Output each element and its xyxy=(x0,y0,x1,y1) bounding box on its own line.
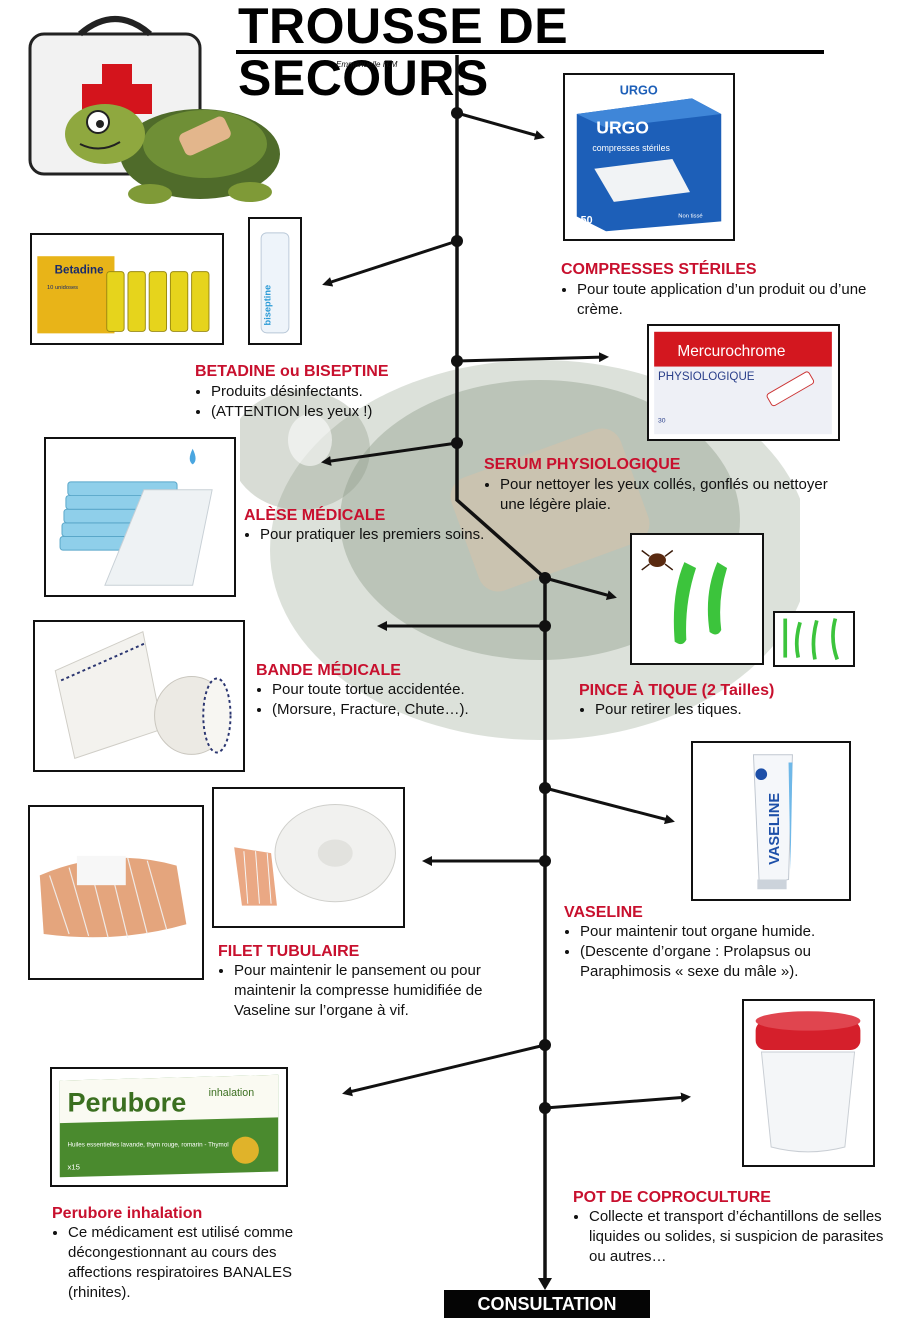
vaseline-description: Pour maintenir tout organe humide. (Desc… xyxy=(564,922,880,982)
bande-title: BANDE MÉDICALE xyxy=(256,662,401,679)
perubore-description: Ce médicament est utilisé comme déconges… xyxy=(52,1223,343,1303)
serum-title: SERUM PHYSIOLOGIQUE xyxy=(484,456,681,473)
vaseline-brand: VASELINE xyxy=(767,793,783,865)
filet-description: Pour maintenir le pansement ou pour main… xyxy=(218,961,534,1021)
page-title: TROUSSE DE SECOURS xyxy=(238,0,569,106)
perubore-count: x15 xyxy=(68,1163,80,1172)
alese-title: ALÈSE MÉDICALE xyxy=(244,507,386,524)
perubore-image: Perubore inhalation Huiles essentielles … xyxy=(50,1067,288,1187)
timeline-node xyxy=(539,1039,551,1051)
stool-sample-pot-image xyxy=(742,999,875,1167)
description-line: Pour pratiquer les premiers soins. xyxy=(260,525,490,545)
compresses-description: Pour toute application d’un produit ou d… xyxy=(561,280,877,320)
description-line: Pour retirer les tiques. xyxy=(595,700,845,720)
description-line: Pour toute application d’un produit ou d… xyxy=(577,280,877,320)
description-line: Produits désinfectants. xyxy=(211,382,461,402)
betadine-description: Produits désinfectants. (ATTENTION les y… xyxy=(195,382,461,422)
arrow-betadine xyxy=(322,239,458,287)
pince-title: PINCE À TIQUE (2 Tailles) xyxy=(579,682,775,699)
title-underline xyxy=(236,50,824,54)
serum-brand: Mercurochrome xyxy=(677,343,785,360)
betadine-brand: Betadine xyxy=(55,265,104,277)
bande-description: Pour toute tortue accidentée. (Morsure, … xyxy=(256,680,552,720)
perubore-brand: Perubore xyxy=(68,1088,187,1118)
arrow-compresses xyxy=(456,111,545,140)
bandage-image xyxy=(33,620,245,772)
description-line: Ce médicament est utilisé comme déconges… xyxy=(68,1223,343,1303)
alese-image xyxy=(44,437,236,597)
vaseline-title: VASELINE xyxy=(564,904,643,921)
arrow-perubore xyxy=(342,1043,546,1097)
perubore-title: Perubore inhalation xyxy=(52,1205,203,1222)
perubore-inhalation: inhalation xyxy=(209,1087,255,1099)
serum-description: Pour nettoyer les yeux collés, gonflés o… xyxy=(484,475,830,515)
biseptine-image: biseptine xyxy=(248,217,302,345)
betadine-title: BETADINE ou BISEPTINE xyxy=(195,363,389,380)
compresses-count: 50 xyxy=(581,214,593,226)
pince-description: Pour retirer les tiques. xyxy=(579,700,845,720)
tick-remover-image xyxy=(630,533,764,665)
author-credit: Emmanuelle H.M xyxy=(336,60,398,69)
serum-count: 30 xyxy=(658,418,666,425)
description-line: Collecte et transport d’échantillons de … xyxy=(589,1207,894,1267)
filet-title: FILET TUBULAIRE xyxy=(218,943,360,960)
tick-remover-steps-image xyxy=(773,611,855,667)
tubular-net-roll-image xyxy=(212,787,405,928)
description-line: Pour maintenir tout organe humide. xyxy=(580,922,880,942)
serum-image: Mercurochrome PHYSIOLOGIQUE 30 xyxy=(647,324,840,441)
arrow-pot xyxy=(544,1092,691,1110)
tubular-net-knee-image xyxy=(28,805,204,980)
description-line: (ATTENTION les yeux !) xyxy=(211,402,461,422)
arrow-vaseline xyxy=(544,786,675,825)
description-line: Pour maintenir le pansement ou pour main… xyxy=(234,961,534,1021)
timeline-end-arrow xyxy=(538,1278,552,1290)
compresses-image: URGO URGO compresses stériles 50 Non tis… xyxy=(563,73,735,241)
description-line: Pour nettoyer les yeux collés, gonflés o… xyxy=(500,475,830,515)
betadine-image: Betadine 10 unidoses xyxy=(30,233,224,345)
compresses-label: compresses stériles xyxy=(592,143,670,153)
serum-label: PHYSIOLOGIQUE xyxy=(658,371,755,383)
first-aid-turtle-logo xyxy=(28,16,280,204)
compresses-brand: URGO xyxy=(596,118,649,138)
compresses-brand-top: URGO xyxy=(620,84,658,98)
description-line: Pour toute tortue accidentée. xyxy=(272,680,552,700)
compresses-title: COMPRESSES STÉRILES xyxy=(561,261,757,278)
vaseline-image: VASELINE xyxy=(691,741,851,901)
compresses-note: Non tissé xyxy=(678,214,702,220)
perubore-ingredients: Huiles essentielles lavande, thym rouge,… xyxy=(68,1141,229,1148)
consultation-banner: CONSULTATION xyxy=(444,1290,650,1318)
description-line: (Descente d’organe : Prolapsus ou Paraph… xyxy=(580,942,880,982)
timeline-node xyxy=(539,1102,551,1114)
description-line: (Morsure, Fracture, Chute…). xyxy=(272,700,552,720)
biseptine-brand: biseptine xyxy=(262,285,272,326)
timeline-node xyxy=(451,107,463,119)
pot-description: Collecte et transport d’échantillons de … xyxy=(573,1207,894,1267)
timeline-node xyxy=(539,782,551,794)
betadine-unidoses: 10 unidoses xyxy=(47,285,78,291)
timeline-node xyxy=(451,235,463,247)
alese-description: Pour pratiquer les premiers soins. xyxy=(244,525,490,545)
timeline-node xyxy=(539,855,551,867)
pot-title: POT DE COPROCULTURE xyxy=(573,1189,771,1206)
